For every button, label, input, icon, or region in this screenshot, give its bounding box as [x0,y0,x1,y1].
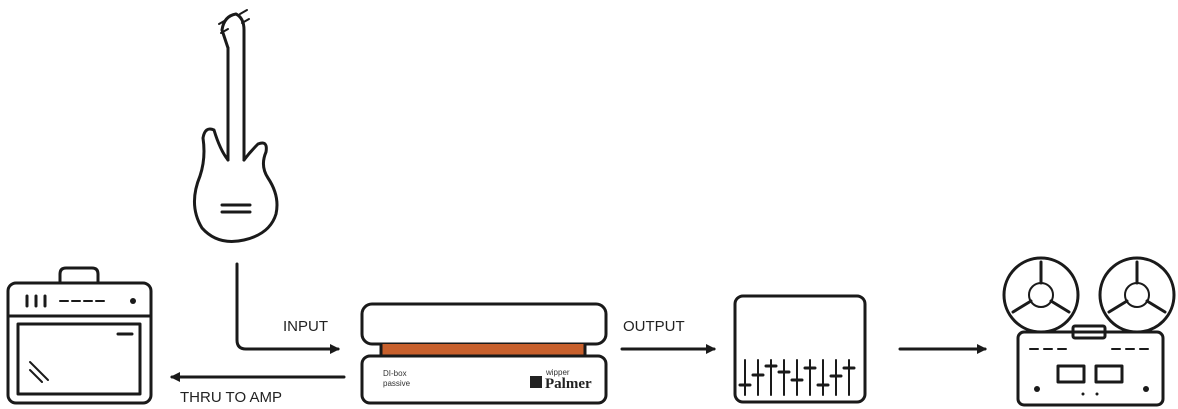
input-label: INPUT [283,318,328,335]
di-box-icon: DI-box passive wipper Palmer [360,302,608,405]
dibox-type-label: DI-box [383,369,407,378]
mixing-console-icon [733,294,867,404]
brand-name: Palmer [545,376,592,392]
amplifier-icon [6,266,153,405]
bass-guitar-icon [193,9,279,243]
mixer-faders [738,359,856,396]
reel-to-reel-tape-recorder-icon [1002,256,1176,407]
thru-label: THRU TO AMP [180,389,282,406]
input-cable [235,262,340,354]
brand-subtitle: wipper [545,368,570,377]
dibox-mode-label: passive [383,379,411,388]
palmer-logo-icon [530,376,542,388]
output-label: OUTPUT [623,318,685,335]
